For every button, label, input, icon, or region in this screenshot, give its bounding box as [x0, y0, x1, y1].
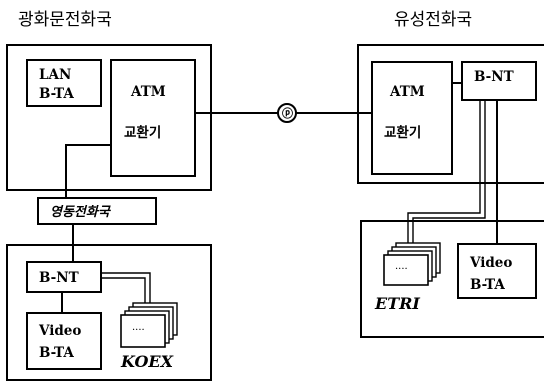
- yuseong-bnt-label: B-NT: [474, 69, 514, 85]
- etri-video-bta-line2: B-TA: [470, 277, 505, 293]
- koex-video-bta-line1: Video: [38, 323, 81, 339]
- gwanghwamun-lan-bta-line1: LAN: [39, 67, 71, 83]
- yuseong-atm-label: ATM: [389, 84, 425, 100]
- koex-bnt-box: [26, 261, 102, 293]
- gwanghwamun-lan-bta-box: [26, 59, 102, 107]
- trunk-link: ⓟ: [195, 103, 372, 123]
- gwanghwamun-office-frame: [6, 44, 212, 191]
- yuseong-atm-switch-box: [371, 61, 453, 175]
- gwanghwamun-lan-bta-line2: B-TA: [39, 86, 74, 102]
- koex-site-name: KOEX: [120, 352, 174, 371]
- yuseong-office: 유성전화국 ATM 교환기 B-NT: [357, 10, 544, 184]
- gwanghwamun-office: 광화문전화국 LAN B-TA ATM 교환기: [6, 10, 212, 191]
- etri-terminal-link-inner: [412, 100, 486, 245]
- etri-terminal-icon: ····: [383, 242, 441, 286]
- etri-site: ···· ETRI Video B-TA: [360, 220, 544, 338]
- koex-bnt-label: B-NT: [39, 270, 79, 286]
- etri-site-frame: [360, 220, 544, 338]
- gwanghwamun-office-title: 광화문전화국: [18, 10, 112, 30]
- koex-bnt-terminal-link-inner: [101, 277, 146, 305]
- etri-video-bta-box: [457, 243, 537, 299]
- koex-video-bta-box: [26, 312, 102, 370]
- yuseong-bnt-box: [461, 61, 537, 101]
- koex-site-frame: [6, 244, 212, 381]
- etri-terminal-link-outer: [407, 100, 481, 245]
- gwanghwamun-atm-label: ATM: [130, 84, 166, 100]
- yuseong-switch-label: 교환기: [384, 124, 421, 141]
- gwanghwamun-yeongdong-link: [65, 144, 111, 198]
- link-node-label: ⓟ: [282, 106, 293, 120]
- yeongdong-office: 영동전화국: [37, 197, 157, 225]
- gwanghwamun-switch-label: 교환기: [124, 124, 161, 141]
- koex-video-bta-line2: B-TA: [39, 345, 74, 361]
- koex-site: B-NT Video B-TA ···· KOEX: [6, 244, 212, 381]
- yeongdong-office-box: [37, 197, 157, 225]
- etri-video-bta-line1: Video: [469, 255, 512, 271]
- yuseong-office-frame: [357, 44, 544, 184]
- yuseong-office-title: 유성전화국: [394, 10, 472, 30]
- koex-bnt-terminal-link-outer: [101, 272, 151, 305]
- etri-site-name: ETRI: [374, 294, 420, 313]
- koex-terminal-dots: ····: [132, 325, 145, 336]
- gwanghwamun-atm-switch-box: [110, 59, 196, 177]
- yeongdong-office-title: 영동전화국: [50, 204, 112, 220]
- link-node-icon: [277, 103, 297, 123]
- koex-terminal-icon: ····: [120, 302, 178, 348]
- etri-terminal-dots: ····: [395, 264, 408, 275]
